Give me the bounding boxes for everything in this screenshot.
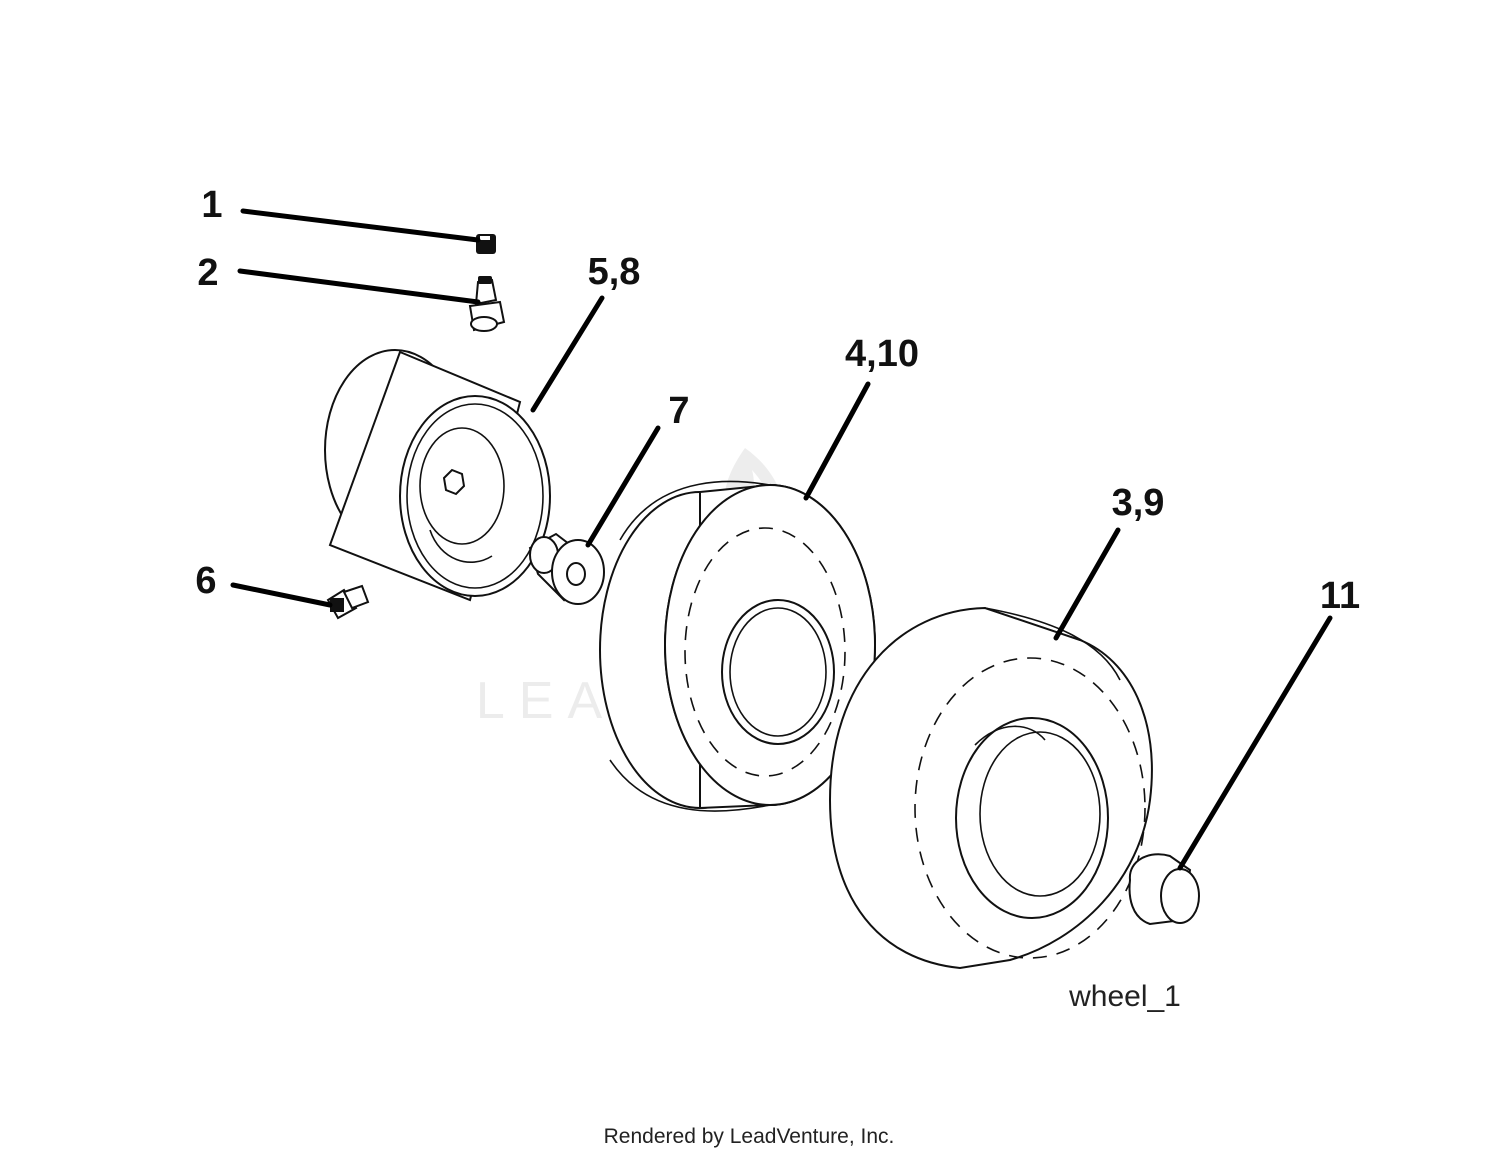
- callout-2: 2: [197, 252, 218, 294]
- leader-3-9: [1053, 527, 1121, 641]
- figure-name: wheel_1: [1068, 980, 1181, 1013]
- callout-3-9: 3,9: [1112, 482, 1165, 524]
- part-7-bushing: [528, 532, 605, 605]
- leader-6: [230, 582, 333, 608]
- footer-credit: Rendered by LeadVenture, Inc.: [604, 1125, 895, 1148]
- callout-4-10: 4,10: [845, 333, 919, 375]
- callout-7: 7: [668, 390, 689, 432]
- callout-labels: 1 2 5,8 4,10 7 3,9 6 11: [195, 184, 1360, 617]
- callout-1: 1: [201, 184, 222, 226]
- part-5-8-rim: [324, 349, 551, 602]
- part-2-valve-stem: [468, 276, 506, 332]
- part-4-10-tire: [599, 480, 876, 812]
- callout-5-8: 5,8: [588, 251, 641, 293]
- leader-7: [585, 425, 661, 548]
- callout-11: 11: [1320, 575, 1360, 617]
- leader-4-10: [803, 381, 871, 501]
- leader-2: [237, 268, 481, 305]
- part-11-hub-cap: [1128, 853, 1200, 926]
- part-6-grease-fitting: [326, 584, 370, 620]
- leader-11: [1177, 615, 1333, 871]
- part-1-lug-nut: [476, 234, 496, 254]
- leader-lines: [230, 208, 1333, 871]
- part-3-9-tire: [828, 606, 1153, 970]
- callout-6: 6: [195, 560, 216, 602]
- leader-5-8: [530, 295, 605, 413]
- leader-1: [240, 208, 481, 243]
